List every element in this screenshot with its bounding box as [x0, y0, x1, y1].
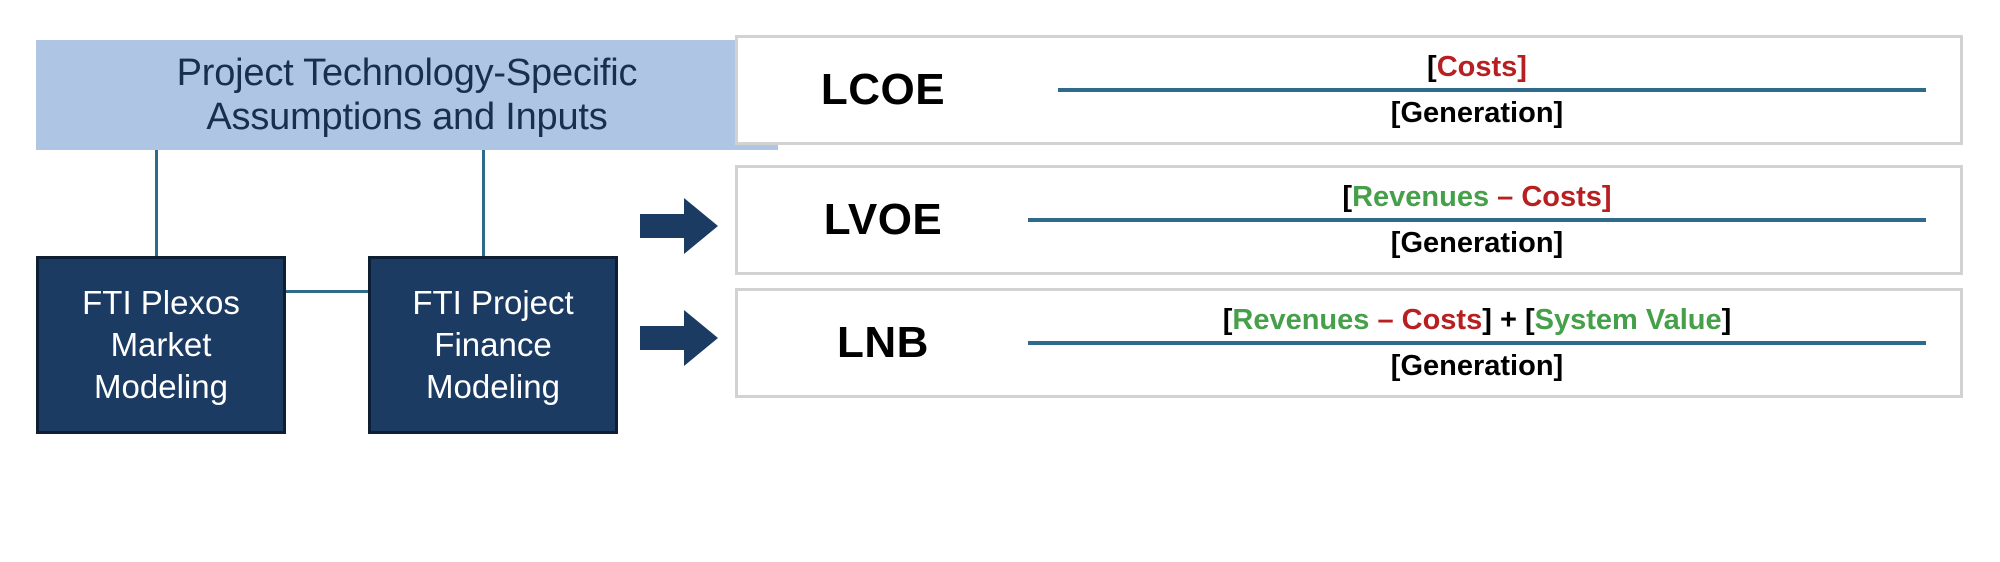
formula-token-bracket: [ [1222, 303, 1233, 336]
formula-token-bracket: [ [1390, 227, 1401, 259]
formula-token-bracket: ] [1553, 350, 1564, 382]
formula-token-bracket: [ [1390, 97, 1401, 129]
formula-token-cost: Costs [1436, 50, 1518, 83]
fraction-bar-lvoe [1028, 218, 1926, 222]
formula-token-bracket: ] [1482, 303, 1492, 336]
formula-token-op: + [1491, 303, 1525, 336]
formula-denominator-lcoe: [Generation] [1391, 97, 1563, 129]
formula-lcoe: [Costs] [Generation] [1028, 51, 1960, 130]
formula-denominator-lvoe: [Generation] [1391, 227, 1563, 259]
model-finance-line-2: Finance [434, 325, 552, 363]
connector-line-inputs-to-plexos [155, 150, 158, 258]
formula-token-generation: Generation [1400, 227, 1554, 259]
connector-line-plexos-to-finance [285, 290, 370, 293]
arrow-right-icon-lnb [640, 310, 718, 366]
formula-numerator-lnb: [Revenues – Costs] + [System Value] [1223, 304, 1732, 336]
formula-lnb: [Revenues – Costs] + [System Value] [Gen… [1028, 304, 1960, 383]
metric-panel-lnb: LNB [Revenues – Costs] + [System Value] … [735, 288, 1963, 398]
formula-token-minus: – [1489, 180, 1522, 213]
formula-token-bracket: [ [1524, 303, 1535, 336]
formula-numerator-lcoe: [Costs] [1427, 51, 1527, 83]
formula-token-revenue: Revenues [1352, 180, 1490, 213]
fraction-bar-lcoe [1058, 88, 1926, 92]
formula-token-bracket: ] [1553, 227, 1564, 259]
formula-token-bracket: ] [1721, 303, 1732, 336]
inputs-line-1: Project Technology-Specific [176, 51, 638, 94]
metric-label-lcoe: LCOE [820, 65, 946, 114]
formula-token-cost: Costs [1401, 303, 1483, 336]
model-plexos-line-1: FTI Plexos [82, 283, 240, 321]
fraction-bar-lnb [1028, 341, 1926, 345]
metric-panel-lcoe: LCOE [Costs] [Generation] [735, 35, 1963, 145]
model-plexos-line-3: Modeling [94, 368, 228, 406]
formula-token-cost: Costs [1521, 180, 1602, 213]
model-box-plexos: FTI Plexos Market Modeling [36, 256, 286, 434]
formula-token-sysval: System Value [1534, 303, 1722, 336]
model-plexos-line-2: Market [110, 325, 212, 363]
formula-token-bracket: [ [1342, 180, 1353, 213]
formula-lvoe: [Revenues – Costs] [Generation] [1028, 181, 1960, 260]
metric-label-lnb: LNB [837, 318, 929, 367]
inputs-line-2: Assumptions and Inputs [206, 96, 608, 138]
formula-token-cost: ] [1517, 50, 1527, 83]
formula-numerator-lvoe: [Revenues – Costs] [1342, 181, 1611, 213]
formula-token-bracket: [ [1390, 350, 1401, 382]
arrow-right-icon-lcoe [640, 70, 718, 126]
model-box-finance: FTI Project Finance Modeling [368, 256, 618, 434]
metric-panel-lvoe: LVOE [Revenues – Costs] [Generation] [735, 165, 1963, 275]
formula-token-minus: – [1369, 303, 1402, 336]
metric-label-lvoe: LVOE [823, 195, 943, 244]
connector-line-inputs-to-finance [482, 150, 485, 258]
formula-token-bracket: [ [1427, 50, 1437, 83]
model-finance-line-1: FTI Project [412, 283, 574, 321]
formula-token-bracket: ] [1553, 97, 1564, 129]
formula-token-generation: Generation [1400, 350, 1554, 382]
formula-token-revenue: Revenues [1232, 303, 1370, 336]
model-finance-line-3: Modeling [426, 368, 560, 406]
arrow-right-icon-lvoe [640, 198, 718, 254]
formula-token-cost: ] [1601, 180, 1612, 213]
formula-token-generation: Generation [1400, 97, 1554, 129]
formula-denominator-lnb: [Generation] [1391, 350, 1563, 382]
